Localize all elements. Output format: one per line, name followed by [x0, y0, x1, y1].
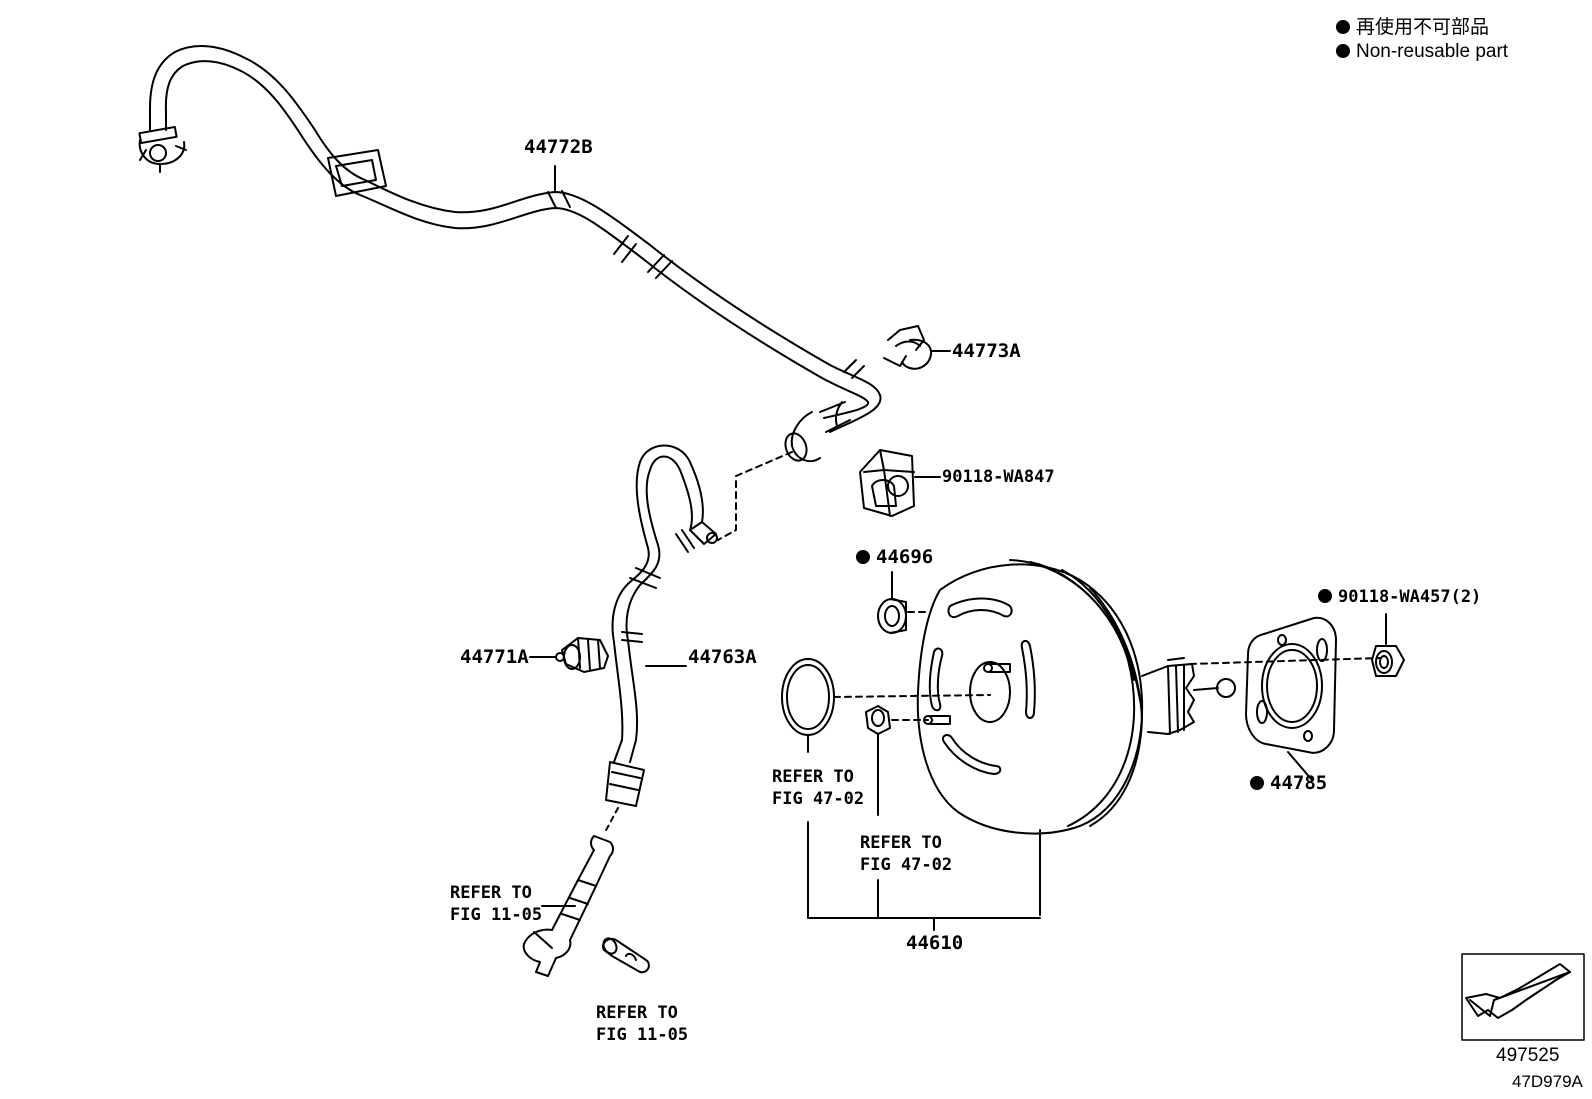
label-44696: 44696	[856, 546, 933, 568]
sensor-sleeve	[602, 937, 650, 974]
hose-clip	[859, 449, 941, 517]
refer-to-text: REFER TO	[772, 767, 854, 787]
refer-fig-text: FIG 47-02	[772, 789, 865, 809]
refer-fig-text: FIG 11-05	[450, 905, 543, 925]
legend-en: Non-reusable part	[1336, 40, 1508, 64]
sensor-dash	[603, 807, 619, 835]
label-44785-text: 44785	[1270, 772, 1328, 794]
flange-nut	[1371, 613, 1405, 677]
label-44773A: 44773A	[952, 340, 1021, 362]
view-inset	[1461, 953, 1585, 1041]
bullet-icon	[1336, 20, 1350, 34]
non-reusable-icon	[856, 550, 870, 564]
label-44610: 44610	[906, 932, 964, 954]
legend-jp-text: 再使用不可部品	[1356, 17, 1490, 38]
booster-nut	[865, 705, 891, 816]
vacuum-hose-upper	[138, 45, 882, 463]
label-44771A: 44771A	[460, 646, 529, 668]
refer-fig-47-02-nut: REFER TO FIG 47-02	[860, 832, 952, 876]
view-code: 497525	[1496, 1045, 1560, 1066]
refer-to-text: REFER TO	[596, 1003, 678, 1023]
vacuum-sensor	[522, 835, 614, 977]
bullet-icon	[1336, 44, 1350, 58]
refer-fig-text: FIG 11-05	[596, 1025, 689, 1045]
label-44785: 44785	[1250, 772, 1327, 794]
grommet	[877, 571, 907, 634]
non-reusable-icon	[1250, 776, 1264, 790]
vacuum-hose-lower	[605, 444, 718, 807]
refer-fig-11-05-sensor: REFER TO FIG 11-05	[450, 882, 542, 926]
gasket	[1245, 616, 1337, 781]
label-44696-text: 44696	[876, 546, 934, 568]
label-90118-WA457: 90118-WA457(2)	[1318, 586, 1481, 608]
o-ring	[781, 658, 835, 753]
check-valve	[529, 637, 609, 673]
refer-to-text: REFER TO	[860, 833, 942, 853]
brake-booster	[916, 559, 1236, 916]
refer-to-text: REFER TO	[450, 883, 532, 903]
legend-jp: 再使用不可部品	[1336, 16, 1489, 40]
refer-fig-11-05-sleeve: REFER TO FIG 11-05	[596, 1002, 688, 1046]
refer-fig-text: FIG 47-02	[860, 855, 953, 875]
label-44763A: 44763A	[688, 646, 757, 668]
connector-dashes	[717, 451, 793, 541]
label-44772B: 44772B	[524, 136, 593, 158]
legend-en-text: Non-reusable part	[1356, 41, 1509, 62]
label-90118-WA457-text: 90118-WA457(2)	[1338, 587, 1482, 607]
drawing-code: 47D979A	[1512, 1072, 1583, 1091]
leader-lines	[541, 165, 1041, 931]
non-reusable-icon	[1318, 589, 1332, 603]
hose-clamp	[883, 325, 951, 370]
alignment-dashes	[833, 611, 1381, 721]
label-90118-WA847: 90118-WA847	[942, 467, 1055, 487]
refer-fig-47-02-oring: REFER TO FIG 47-02	[772, 766, 864, 810]
